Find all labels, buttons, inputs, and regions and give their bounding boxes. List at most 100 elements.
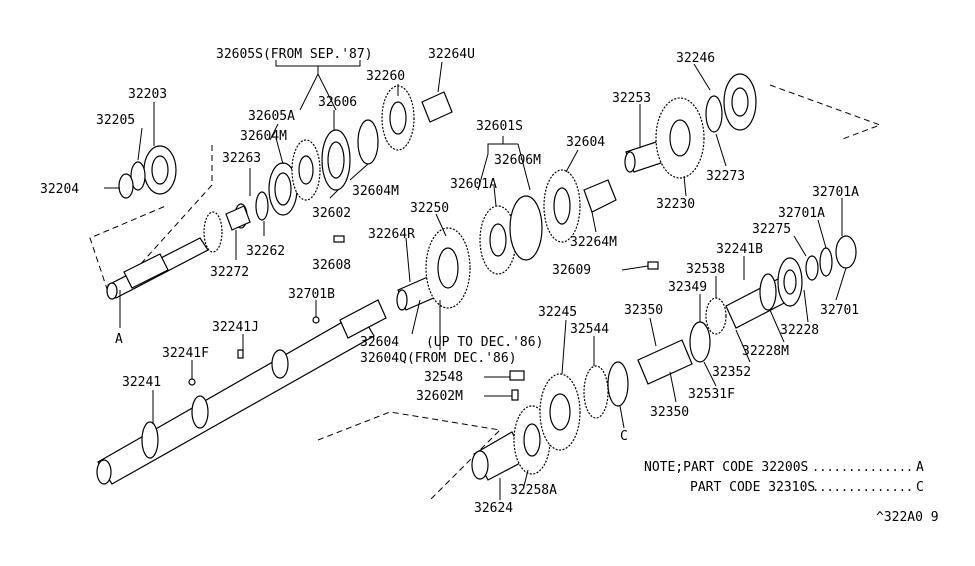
label-32605A: 32605A: [248, 109, 295, 124]
ball-32701B: [312, 316, 320, 324]
label-32245: 32245: [538, 305, 577, 320]
label-32701A-b: 32701A: [778, 206, 825, 221]
gear-32605A: [291, 139, 321, 201]
gear-32250: [425, 227, 471, 309]
label-32260: 32260: [366, 69, 405, 84]
label-up-to-dec-86: (UP TO DEC.'86): [426, 335, 543, 350]
main-shaft-upper: [106, 203, 248, 300]
label-32604Q: 32604Q(FROM DEC.'86): [360, 351, 517, 366]
synchro-hub-32604M: [268, 162, 298, 216]
ring-32544: [583, 365, 609, 419]
label-32262: 32262: [246, 244, 285, 259]
label-32272: 32272: [210, 265, 249, 280]
label-32602: 32602: [312, 206, 351, 221]
hub-32601A: [479, 205, 517, 275]
note-block: NOTE;PART CODE 32200S .............. A P…: [644, 460, 924, 495]
note-line1-dots: ..............: [812, 460, 913, 474]
label-32609: 32609: [552, 263, 591, 278]
label-32606M: 32606M: [494, 153, 541, 168]
label-ref-A-upper: A: [115, 332, 123, 347]
sleeve-32606M: [509, 195, 543, 261]
label-32230: 32230: [656, 197, 695, 212]
label-32263: 32263: [222, 151, 261, 166]
label-32701B: 32701B: [288, 287, 335, 302]
dashed-outline-bottom: [317, 411, 502, 501]
leader-lines: [104, 60, 847, 500]
gear-32604: [543, 169, 581, 243]
label-32548: 32548: [424, 370, 463, 385]
note-line1-ref: A: [916, 460, 924, 475]
note-line2-ref: C: [916, 480, 924, 495]
label-32203: 32203: [128, 87, 167, 102]
label-ref-C: C: [620, 429, 628, 444]
gear-32260: [381, 85, 415, 151]
label-32608: 32608: [312, 258, 351, 273]
ball-32241F: [188, 378, 196, 386]
label-32246: 32246: [676, 51, 715, 66]
label-32531F: 32531F: [688, 387, 735, 402]
snap-ring-32204: [118, 173, 134, 199]
note-line1-label: NOTE;PART CODE 32200S: [644, 460, 808, 475]
label-32241: 32241: [122, 375, 161, 390]
label-32544: 32544: [570, 322, 609, 337]
dashed-outline-top-right: [769, 84, 882, 141]
label-32601A: 32601A: [450, 177, 497, 192]
label-32604-a: 32604: [566, 135, 605, 150]
bearing-32241B: [777, 257, 803, 307]
label-32204: 32204: [40, 182, 79, 197]
ring-32273: [705, 95, 723, 133]
label-32258A: 32258A: [510, 483, 557, 498]
label-32250: 32250: [410, 201, 449, 216]
bearing-32228M: [759, 273, 777, 311]
label-32605S: 32605S(FROM SEP.'87): [216, 47, 373, 62]
label-32228M: 32228M: [742, 344, 789, 359]
ring-32604M: [357, 119, 379, 165]
needle-bearing-32264M: [583, 179, 617, 213]
label-32241J: 32241J: [212, 320, 259, 335]
flange-32624: [471, 431, 527, 481]
label-32264R: 32264R: [368, 227, 415, 242]
needle-bearing-32272: [225, 205, 251, 231]
label-32602M: 32602M: [416, 389, 463, 404]
label-32350-b: 32350: [650, 405, 689, 420]
label-32604M-a: 32604M: [240, 129, 287, 144]
needle-bearing-32264U: [421, 91, 453, 123]
key-32608: [333, 235, 345, 243]
label-32273: 32273: [706, 169, 745, 184]
label-32350-a: 32350: [624, 303, 663, 318]
label-32264M: 32264M: [570, 235, 617, 250]
label-32241B: 32241B: [716, 242, 763, 257]
label-32604M-b: 32604M: [352, 184, 399, 199]
label-32606: 32606: [318, 95, 357, 110]
label-32538: 32538: [686, 262, 725, 277]
gear-32245: [539, 373, 581, 451]
gear-32538: [705, 297, 727, 335]
ring-32275: [805, 255, 819, 281]
counter-gear-32230: [655, 97, 705, 179]
pin-32241J: [237, 349, 244, 359]
ring-32263: [255, 191, 269, 221]
note-line2-label: PART CODE 32310S: [690, 480, 815, 495]
label-32349: 32349: [668, 280, 707, 295]
label-32601S: 32601S: [476, 119, 523, 134]
spring-32602M: [511, 389, 519, 401]
label-32241F: 32241F: [162, 346, 209, 361]
label-32264U: 32264U: [428, 47, 475, 62]
label-32228: 32228: [780, 323, 819, 338]
spring-32609: [647, 261, 659, 270]
label-32604-b: 32604: [360, 335, 399, 350]
label-32205: 32205: [96, 113, 135, 128]
bearing-32203: [143, 145, 177, 195]
ring-C: [607, 361, 629, 407]
bearing-32246: [723, 73, 757, 131]
label-32253: 32253: [612, 91, 651, 106]
nut-32701: [835, 235, 857, 269]
ring-32531F: [689, 321, 711, 363]
label-32352: 32352: [712, 365, 751, 380]
main-shaft-32241: [96, 299, 387, 485]
label-32701A-a: 32701A: [812, 185, 859, 200]
diagram-code: ^322A0 9: [876, 510, 939, 525]
snap-ring-32205: [130, 161, 146, 191]
note-line2-dots: ..............: [812, 480, 913, 494]
